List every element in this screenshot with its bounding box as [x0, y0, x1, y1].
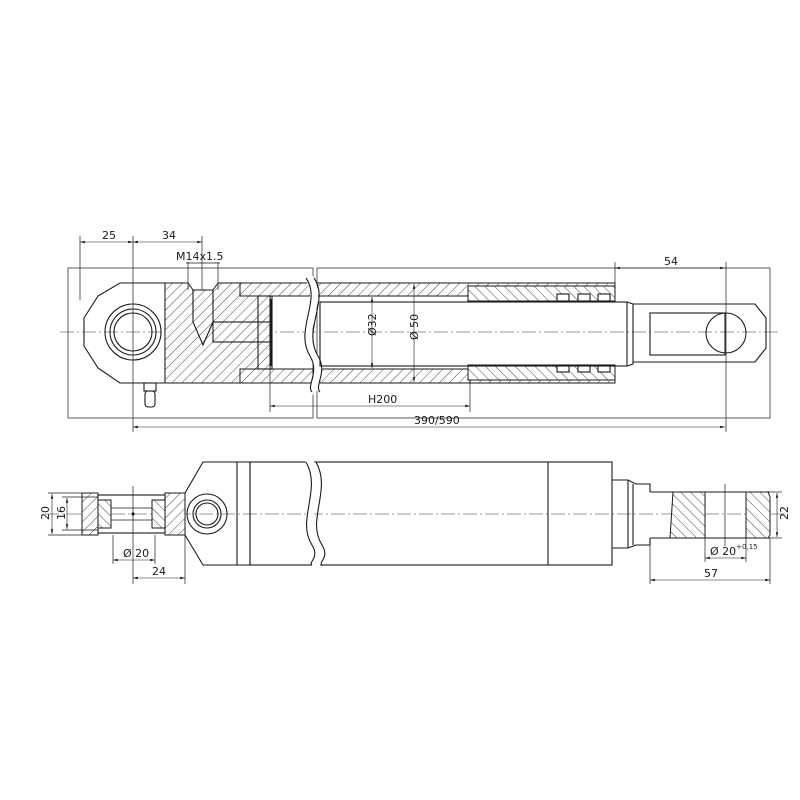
rod-end-length-label: 54: [664, 255, 678, 268]
rod-neck: [612, 479, 651, 549]
rod-end-bore-value: Ø 20: [710, 545, 736, 558]
bearing-width-label: 20: [39, 506, 52, 520]
bearing-inner-width-label: 16: [55, 506, 68, 520]
tube-wall-bottom-left: [239, 368, 314, 384]
tube-wall-top-left: [239, 282, 314, 297]
dim-port-offset-label: 34: [162, 229, 176, 242]
break-line: [304, 277, 315, 393]
rod-end-bore-label: Ø 20+0,15: [710, 543, 758, 558]
length-label: 390/590: [414, 414, 460, 427]
rod-diameter-label: Ø32: [366, 313, 379, 336]
base-eye: [186, 493, 228, 535]
rod-end-bore-tolerance: +0,15: [736, 543, 757, 551]
piston-rod: [319, 301, 628, 367]
bearing-bore-label: Ø 20: [123, 547, 149, 560]
break-line-bottom: [305, 461, 316, 566]
piston: [257, 295, 273, 370]
port-bore: [192, 289, 214, 347]
gland-bottom: [467, 364, 616, 381]
port-thread-label: M14x1.5: [176, 250, 224, 263]
stroke-label: H200: [368, 393, 397, 406]
view-frame-right: [316, 267, 771, 419]
rod-seals: [556, 293, 611, 373]
bearing-housing-left: [81, 492, 99, 536]
bearing-housing-right: [164, 492, 186, 536]
rear-clevis: [83, 282, 166, 384]
dim-eye-offset-label: 25: [102, 229, 116, 242]
cylinder-base-section: [164, 282, 271, 384]
bore-diameter-label: Ø 50: [408, 314, 421, 340]
grease-nipple-icon: [143, 382, 157, 408]
rod-end-thickness-label: 22: [778, 506, 791, 520]
rod-end-wall-left: [669, 491, 706, 539]
gland-top: [467, 285, 616, 302]
rod-end-clevis: [633, 303, 767, 363]
rod-end-slot: [649, 312, 726, 356]
top-section-view: 25 34 M14x1.5 Ø32 Ø 50 H200 390/590 54: [60, 229, 778, 432]
rod-end-wall-right: [745, 491, 771, 539]
eye-offset-label: 24: [152, 565, 166, 578]
rod-end-length-label-bottom: 57: [704, 567, 718, 580]
bottom-outside-view: 20 16 Ø 20 24 22 Ø 20+0,15 57: [39, 456, 791, 584]
cylinder-tube: [249, 461, 613, 566]
